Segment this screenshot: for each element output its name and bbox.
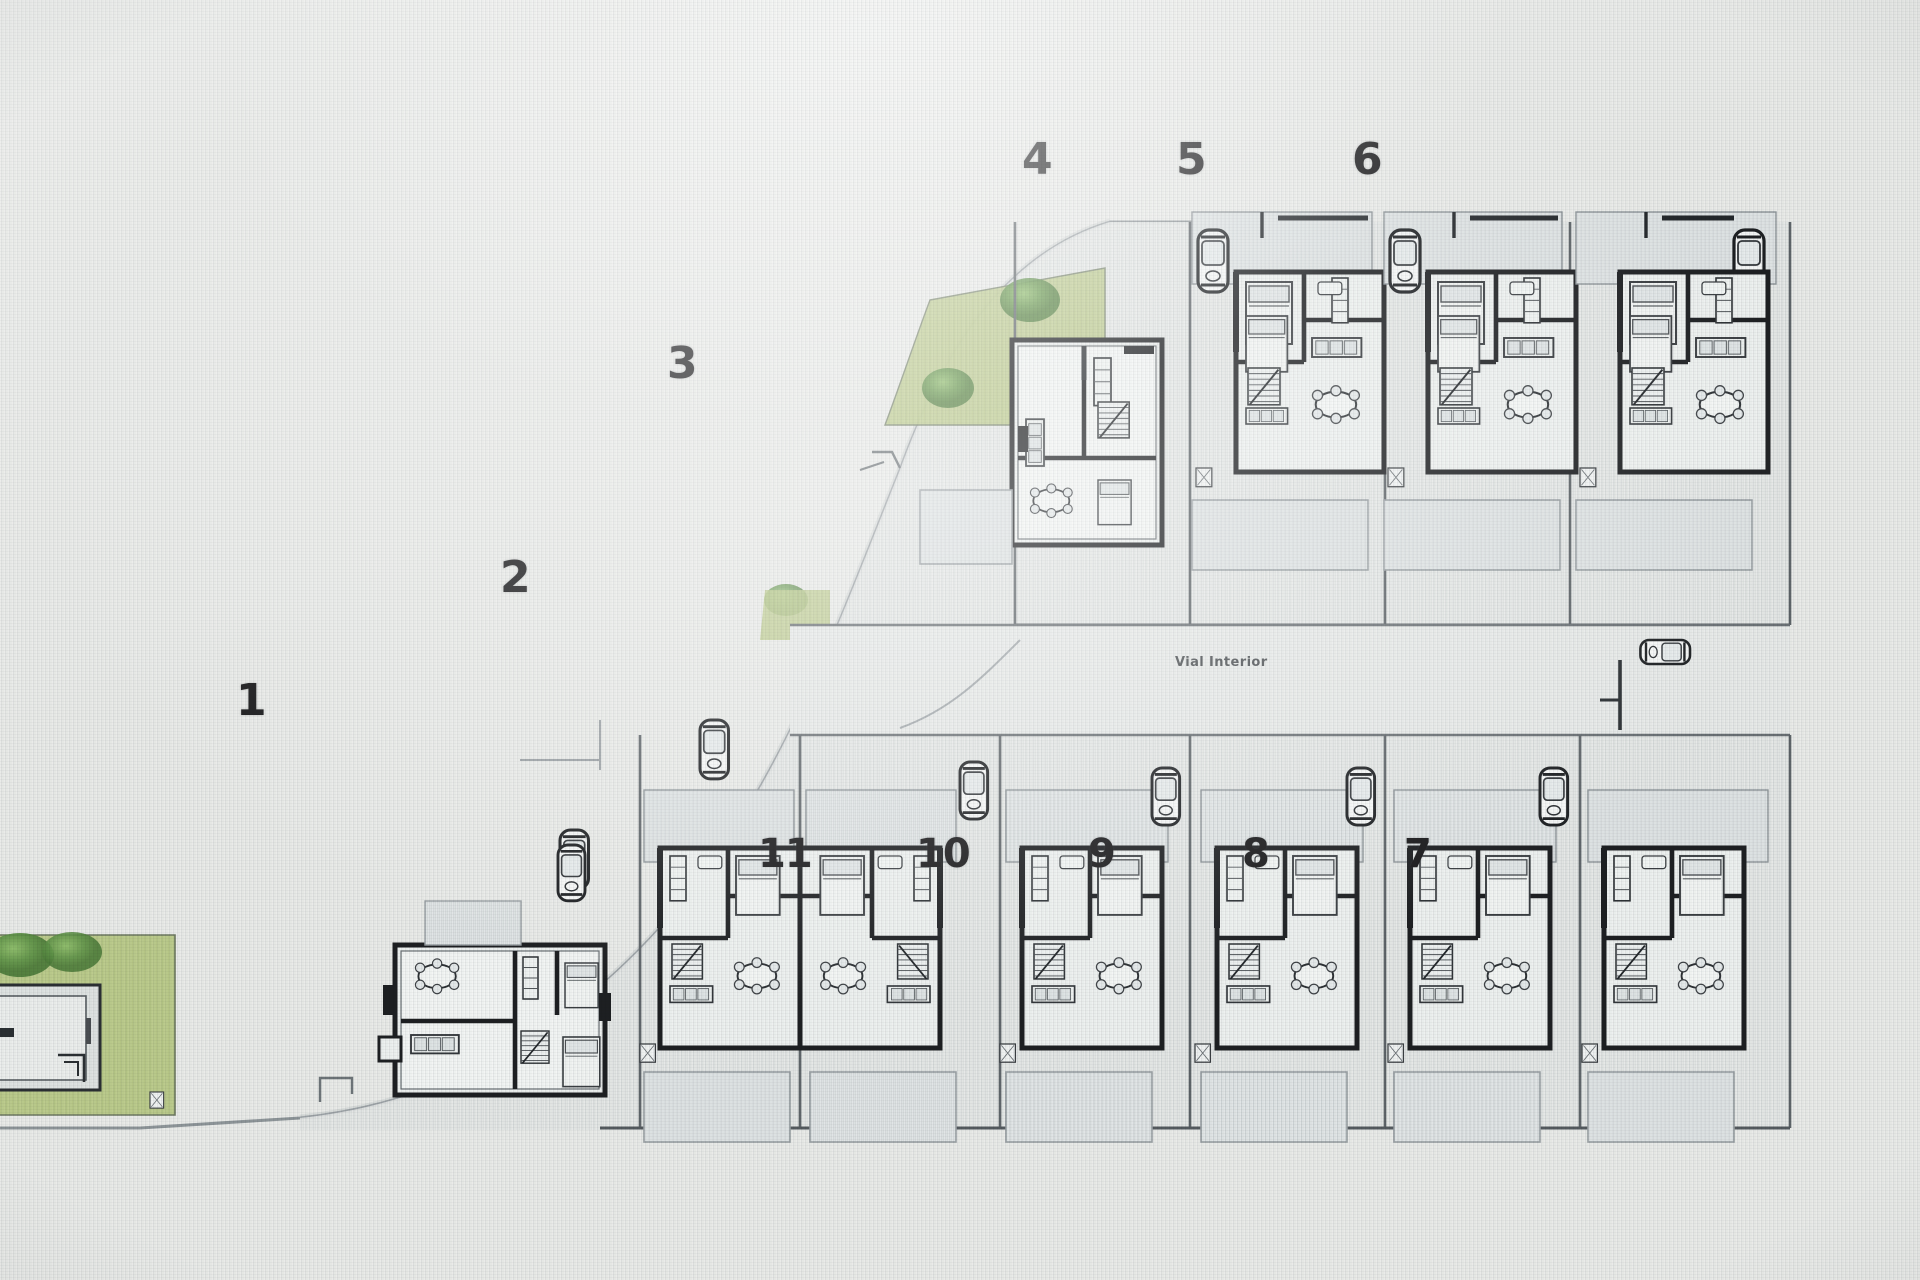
plot-number-8: 8 bbox=[1242, 831, 1270, 877]
interior-road-label: Vial Interior bbox=[1175, 655, 1268, 670]
plot-number-11: 11 bbox=[758, 831, 813, 877]
plot-number-2: 2 bbox=[500, 552, 531, 603]
interior-road bbox=[790, 623, 1790, 737]
unit-plan-11b bbox=[797, 789, 957, 1143]
plot-number-10: 10 bbox=[916, 831, 971, 877]
plot-number-7: 7 bbox=[1404, 831, 1432, 877]
unit-plan-11 bbox=[639, 789, 803, 1143]
unit-plan-8 bbox=[1387, 766, 1570, 1143]
unit-plan-9 bbox=[1194, 766, 1377, 1143]
unit-plan-10 bbox=[999, 766, 1182, 1143]
unit-plan-2 bbox=[377, 900, 611, 1098]
plot-number-1: 1 bbox=[236, 675, 267, 726]
plot-number-9: 9 bbox=[1088, 831, 1116, 877]
parcel-green-left bbox=[0, 932, 176, 1116]
unit-plan-7 bbox=[1581, 789, 1769, 1143]
plot-number-6: 6 bbox=[1352, 134, 1383, 185]
plot-number-3: 3 bbox=[667, 338, 698, 389]
plot-number-5: 5 bbox=[1176, 134, 1207, 185]
plot-number-4: 4 bbox=[1022, 134, 1053, 185]
